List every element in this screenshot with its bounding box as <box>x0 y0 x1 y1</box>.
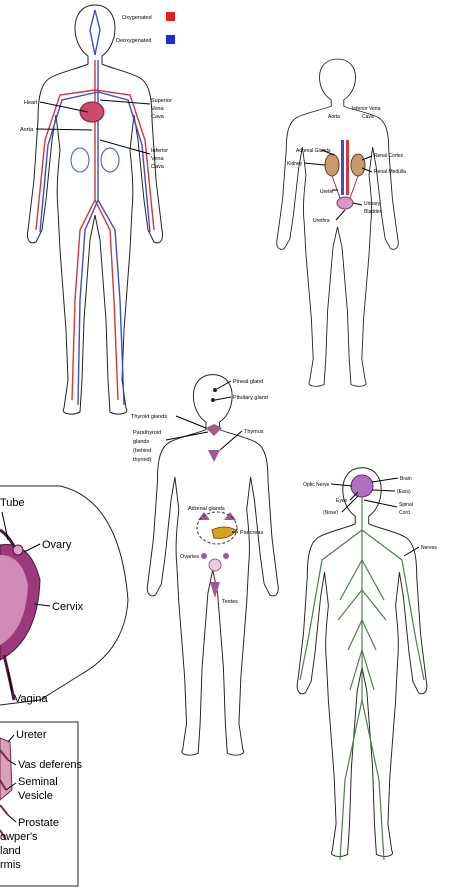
label-thymus: Thymus <box>244 429 264 435</box>
endocrine-diagram: Pineal gland Pituitary gland Thyroid gla… <box>131 375 278 755</box>
label-urinary-ivc-1: Inferior Vena <box>352 106 381 112</box>
kidney-left-shape <box>325 154 339 176</box>
label-spinal-2: Cord <box>399 510 410 516</box>
label-tube: Tube <box>0 497 25 509</box>
ovary-right-shape <box>223 553 229 559</box>
legend-oxygenated-swatch <box>166 12 175 21</box>
label-urethra: Urethra <box>313 218 330 224</box>
label-parathyroid-1: Parathyroid <box>133 430 161 436</box>
legend-deoxygenated-label: Deoxygenated <box>116 38 151 44</box>
urinary-diagram: Inferior Vena Cava Aorta Adrenal Glands … <box>277 59 406 386</box>
label-pancreas: Pancreas <box>240 530 263 536</box>
label-svc-2: Vena <box>151 106 164 112</box>
kidney-right-shape <box>351 154 365 176</box>
label-parathyroid-4: thyroid) <box>133 457 152 463</box>
label-urinary-ivc-2: Cava <box>362 114 374 120</box>
urinary-aorta <box>346 140 349 195</box>
label-testes: Testes <box>222 599 238 605</box>
label-cowper-1: owper's <box>0 831 38 843</box>
bladder-shape <box>337 197 353 209</box>
label-urinary-aorta: Aorta <box>328 114 340 120</box>
label-brain-1: Brain <box>400 476 412 482</box>
label-bladder-2: Bladder <box>364 209 382 215</box>
label-vas-deferens: Vas deferens <box>18 759 83 771</box>
label-seminal-1: Seminal <box>18 776 58 788</box>
label-brain-2: (Ears) <box>397 489 411 495</box>
label-nose: (Nose) <box>323 510 338 516</box>
pineal-gland-shape <box>213 388 217 392</box>
brain-shape <box>351 475 373 497</box>
label-bladder-1: Urinary <box>364 201 381 207</box>
label-pineal: Pineal gland <box>233 379 263 385</box>
ovary-shape <box>13 545 23 555</box>
blood-vessels <box>36 10 154 405</box>
label-renal-medulla: Renal Medulla <box>374 169 406 175</box>
male-reproductive-diagram: Ureter Vas deferens Seminal Vesicle Pros… <box>0 722 83 886</box>
heart-shape <box>80 102 104 122</box>
label-parathyroid-3: (behind <box>133 448 151 454</box>
uterus-shape <box>209 559 221 571</box>
female-reproductive-diagram: Tube Ovary Cervix Vagina <box>0 486 128 705</box>
label-svc-3: Cava <box>151 114 165 120</box>
pituitary-gland-shape <box>211 398 215 402</box>
label-ivc-1: Inferior <box>151 148 168 154</box>
label-ivc-3: Cava <box>151 164 165 170</box>
label-eyes: Eyes <box>336 498 348 504</box>
label-cowper-3: rmis <box>0 859 21 871</box>
ovary-left-shape <box>201 553 207 559</box>
legend-oxygenated-label: Oxygenated <box>122 15 152 21</box>
label-prostate: Prostate <box>18 817 59 829</box>
label-ovaries: Ovaries <box>180 554 199 560</box>
label-thyroid: Thyroid glands <box>131 414 167 420</box>
label-svc-1: Superior <box>151 98 172 104</box>
legend-deoxygenated-swatch <box>166 35 175 44</box>
label-parathyroid-2: glands <box>133 439 149 445</box>
label-vagina: Vagina <box>14 693 48 705</box>
label-aorta: Aorta <box>20 127 34 133</box>
urinary-vena-cava <box>341 140 344 195</box>
label-nerves: Nerves <box>421 545 437 551</box>
label-endocrine-adrenal: Adrenal glands <box>188 506 225 512</box>
label-pituitary: Pituitary gland <box>233 395 268 401</box>
label-ivc-2: Vena <box>151 156 164 162</box>
bladder-section <box>0 738 12 800</box>
label-cervix: Cervix <box>52 601 84 613</box>
label-heart: Heart <box>24 100 38 106</box>
label-renal-cortex: Renal Cortex <box>374 153 404 159</box>
circulatory-diagram: Oxygenated Deoxygenated Heart Aorta Supe… <box>20 5 175 414</box>
label-optic-nerve: Optic Nerve <box>303 482 330 488</box>
label-male-ureter: Ureter <box>16 729 47 741</box>
label-seminal-2: Vesicle <box>18 790 53 802</box>
label-spinal-1: Spinal <box>399 502 413 508</box>
nervous-diagram: Optic Nerve Brain (Ears) Eyes (Nose) Spi… <box>297 468 437 860</box>
label-cowper-2: land <box>0 845 21 857</box>
label-urinary-adrenal: Adrenal Glands <box>296 148 331 154</box>
label-ovary: Ovary <box>42 539 72 551</box>
label-urinary-kidney: Kidney <box>287 161 303 167</box>
